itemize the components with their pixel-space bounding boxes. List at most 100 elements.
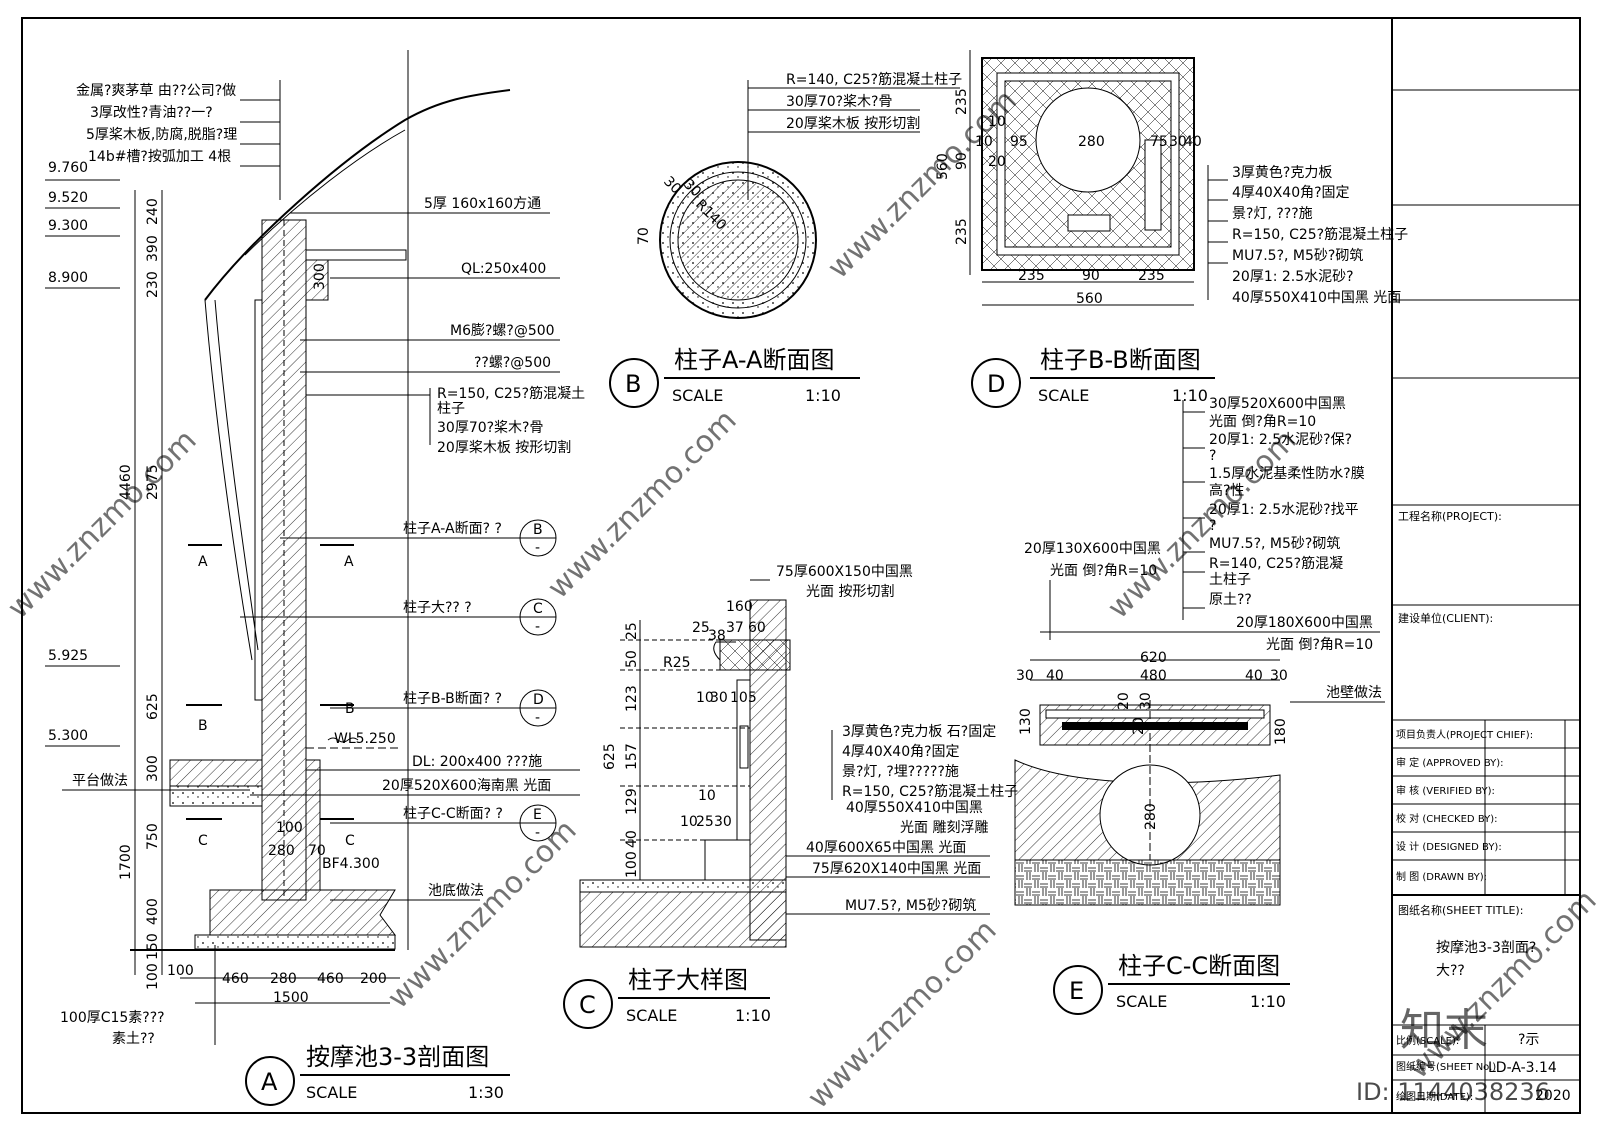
ref-detail-note: 柱子大?? ?	[403, 600, 472, 616]
col-e-weave	[1014, 859, 1281, 906]
dim-c-30b: 30	[714, 814, 732, 830]
ref-c-c-note: 柱子C-C断面? ?	[403, 806, 503, 822]
note-b-1: R=140, C25?筋混凝土柱子	[786, 71, 962, 88]
tb-scale-value: ?示	[1518, 1032, 1539, 1048]
column-cladding	[254, 299, 263, 701]
pool-wall	[305, 759, 321, 891]
dim-e-40b: 40	[1245, 668, 1263, 684]
ref-bubble-e-sub: -	[535, 825, 540, 841]
tb-row-drawn: 制 图 (DRAWN BY):	[1396, 870, 1487, 883]
view-d-section: 10 10 95 280 75 30 40 20 235 90 560 235 …	[935, 50, 1408, 408]
note-floor: 20厚520X600海南黑 光面	[382, 778, 551, 794]
note-d-3: 景?灯, ???施	[1232, 206, 1313, 222]
view-b-scale-label: SCALE	[672, 386, 723, 405]
dim-c-10b: 10	[698, 788, 716, 804]
dim-i-70: 70	[308, 843, 326, 859]
watermark-text-1: www.znzmo.com	[1, 423, 204, 626]
ref-bubble-b-letter: B	[533, 522, 543, 538]
note-d-2: 4厚40X40角?固定	[1232, 185, 1350, 201]
view-a-title: 按摩池3-3剖面图	[306, 1043, 489, 1071]
view-b-letter: B	[625, 370, 641, 398]
dim-390: 390	[145, 235, 161, 262]
dim-d-bot-560: 560	[1076, 291, 1103, 307]
view-c-letter: C	[579, 991, 596, 1019]
note-c-r-1: 3厚黄色?克力板 石?固定	[842, 723, 996, 740]
platform-gravel	[169, 785, 263, 807]
elev-8900: 8.900	[48, 270, 88, 286]
dim-e-620: 620	[1140, 650, 1167, 666]
note-a-top-1: 金属?爽茅草 由??公司?做	[76, 83, 236, 99]
dim-c-10c: 10	[680, 814, 698, 830]
dim-i-300: 300	[312, 263, 328, 290]
cut-c-right-label: C	[345, 833, 355, 849]
ref-b-b-note: 柱子B-B断面? ?	[403, 691, 502, 707]
dim-e-30b: 30	[1270, 668, 1288, 684]
note-d-5: MU7.5?, M5砂?砌筑	[1232, 248, 1363, 264]
cut-b-left-label: B	[198, 718, 208, 734]
tb-row-approved: 审 定 (APPROVED BY):	[1396, 756, 1504, 769]
dim-1700: 1700	[118, 844, 134, 880]
view-c-title: 柱子大样图	[628, 966, 748, 994]
view-d-letter: D	[987, 370, 1005, 398]
ref-a-a-note: 柱子A-A断面? ?	[403, 521, 502, 537]
col-d-circle	[1035, 87, 1141, 193]
note-pool-bottom: 池底做法	[428, 883, 484, 899]
dim-625: 625	[145, 693, 161, 720]
dim-d-left-560: 560	[935, 153, 951, 180]
ref-bubble-c-letter: C	[533, 601, 543, 617]
view-e-letter: E	[1069, 977, 1084, 1005]
dim-e-30a: 30	[1016, 668, 1034, 684]
ref-bubble-d-letter: D	[533, 692, 544, 708]
tb-row-designed: 设 计 (DESIGNED BY):	[1396, 840, 1502, 853]
dim-e-130: 130	[1018, 708, 1034, 735]
note-c15: 100厚C15素???	[60, 1010, 165, 1026]
wave-mark	[327, 737, 359, 743]
elev-9760: 9.760	[48, 160, 88, 176]
elev-9300: 9.300	[48, 218, 88, 234]
dim-d-top-30: 30	[1169, 134, 1187, 150]
dim-e-30c: 30	[1138, 692, 1154, 710]
dim-400: 400	[145, 898, 161, 925]
view-d-title: 柱子B-B断面图	[1040, 346, 1201, 374]
cut-b-right-label: B	[345, 701, 355, 717]
dim-e-20b: 20	[1131, 717, 1147, 735]
view-e-section: 620 30 40 480 40 30 130 20 30 20 180 280…	[1014, 396, 1385, 1015]
note-e-r-14: 光面 倒?角R=10	[1266, 637, 1373, 653]
dim-d-left-235a: 235	[954, 88, 970, 115]
note-c-r-5: 40厚550X410中国黑	[846, 800, 983, 816]
dim-750: 750	[145, 823, 161, 850]
dim-100: 100	[145, 963, 161, 990]
dim-d-top-40: 40	[1184, 134, 1202, 150]
dim-c-105: 105	[730, 690, 757, 706]
note-d-7: 40厚550X410中国黑 光面	[1232, 290, 1401, 306]
col-b-inner	[677, 179, 799, 301]
dim-b-70: 70	[636, 227, 652, 245]
dim-i-100: 100	[276, 820, 303, 836]
col-c-plinth	[704, 839, 751, 881]
col-b-ring	[669, 171, 807, 309]
col-c-slab	[579, 879, 787, 893]
note-e-r-3: 20厚1: 2.5水泥砂?保?	[1209, 432, 1352, 448]
note-e-r-1: 30厚520X600中国黑	[1209, 396, 1346, 412]
dim-d-bot-90: 90	[1082, 268, 1100, 284]
watermark-text-4: www.znzmo.com	[1101, 423, 1304, 626]
ref-bubble-d-sub: -	[535, 710, 540, 726]
col-e-dark-band	[1062, 722, 1248, 730]
elev-5925: 5.925	[48, 648, 88, 664]
note-e-r-9: MU7.5?, M5砂?砌筑	[1209, 536, 1340, 552]
dim-240: 240	[145, 198, 161, 225]
note-b-2: 30厚70?桨木?骨	[786, 93, 893, 110]
note-a-r-6: 柱子	[437, 401, 465, 417]
dim-c-r25: R25	[663, 655, 691, 671]
dim-c-25a: 25	[692, 620, 710, 636]
dim-d-top-10a: 10	[988, 114, 1006, 130]
note-a-top-4: 14b#槽?按弧加工 4根	[88, 149, 231, 165]
note-a-r-5: R=150, C25?筋混凝土	[437, 385, 585, 402]
view-a-section: 9.760 9.520 9.300 8.900 5.925 5.300 240 …	[45, 50, 585, 1106]
view-d-scale: 1:10	[1172, 386, 1208, 405]
watermark-text-6: www.znzmo.com	[801, 913, 1004, 1116]
curtain-fold	[214, 299, 259, 651]
tb-scale-label: 比例(SCALE):	[1396, 1034, 1459, 1047]
view-b-scale: 1:10	[805, 386, 841, 405]
elev-9520: 9.520	[48, 190, 88, 206]
